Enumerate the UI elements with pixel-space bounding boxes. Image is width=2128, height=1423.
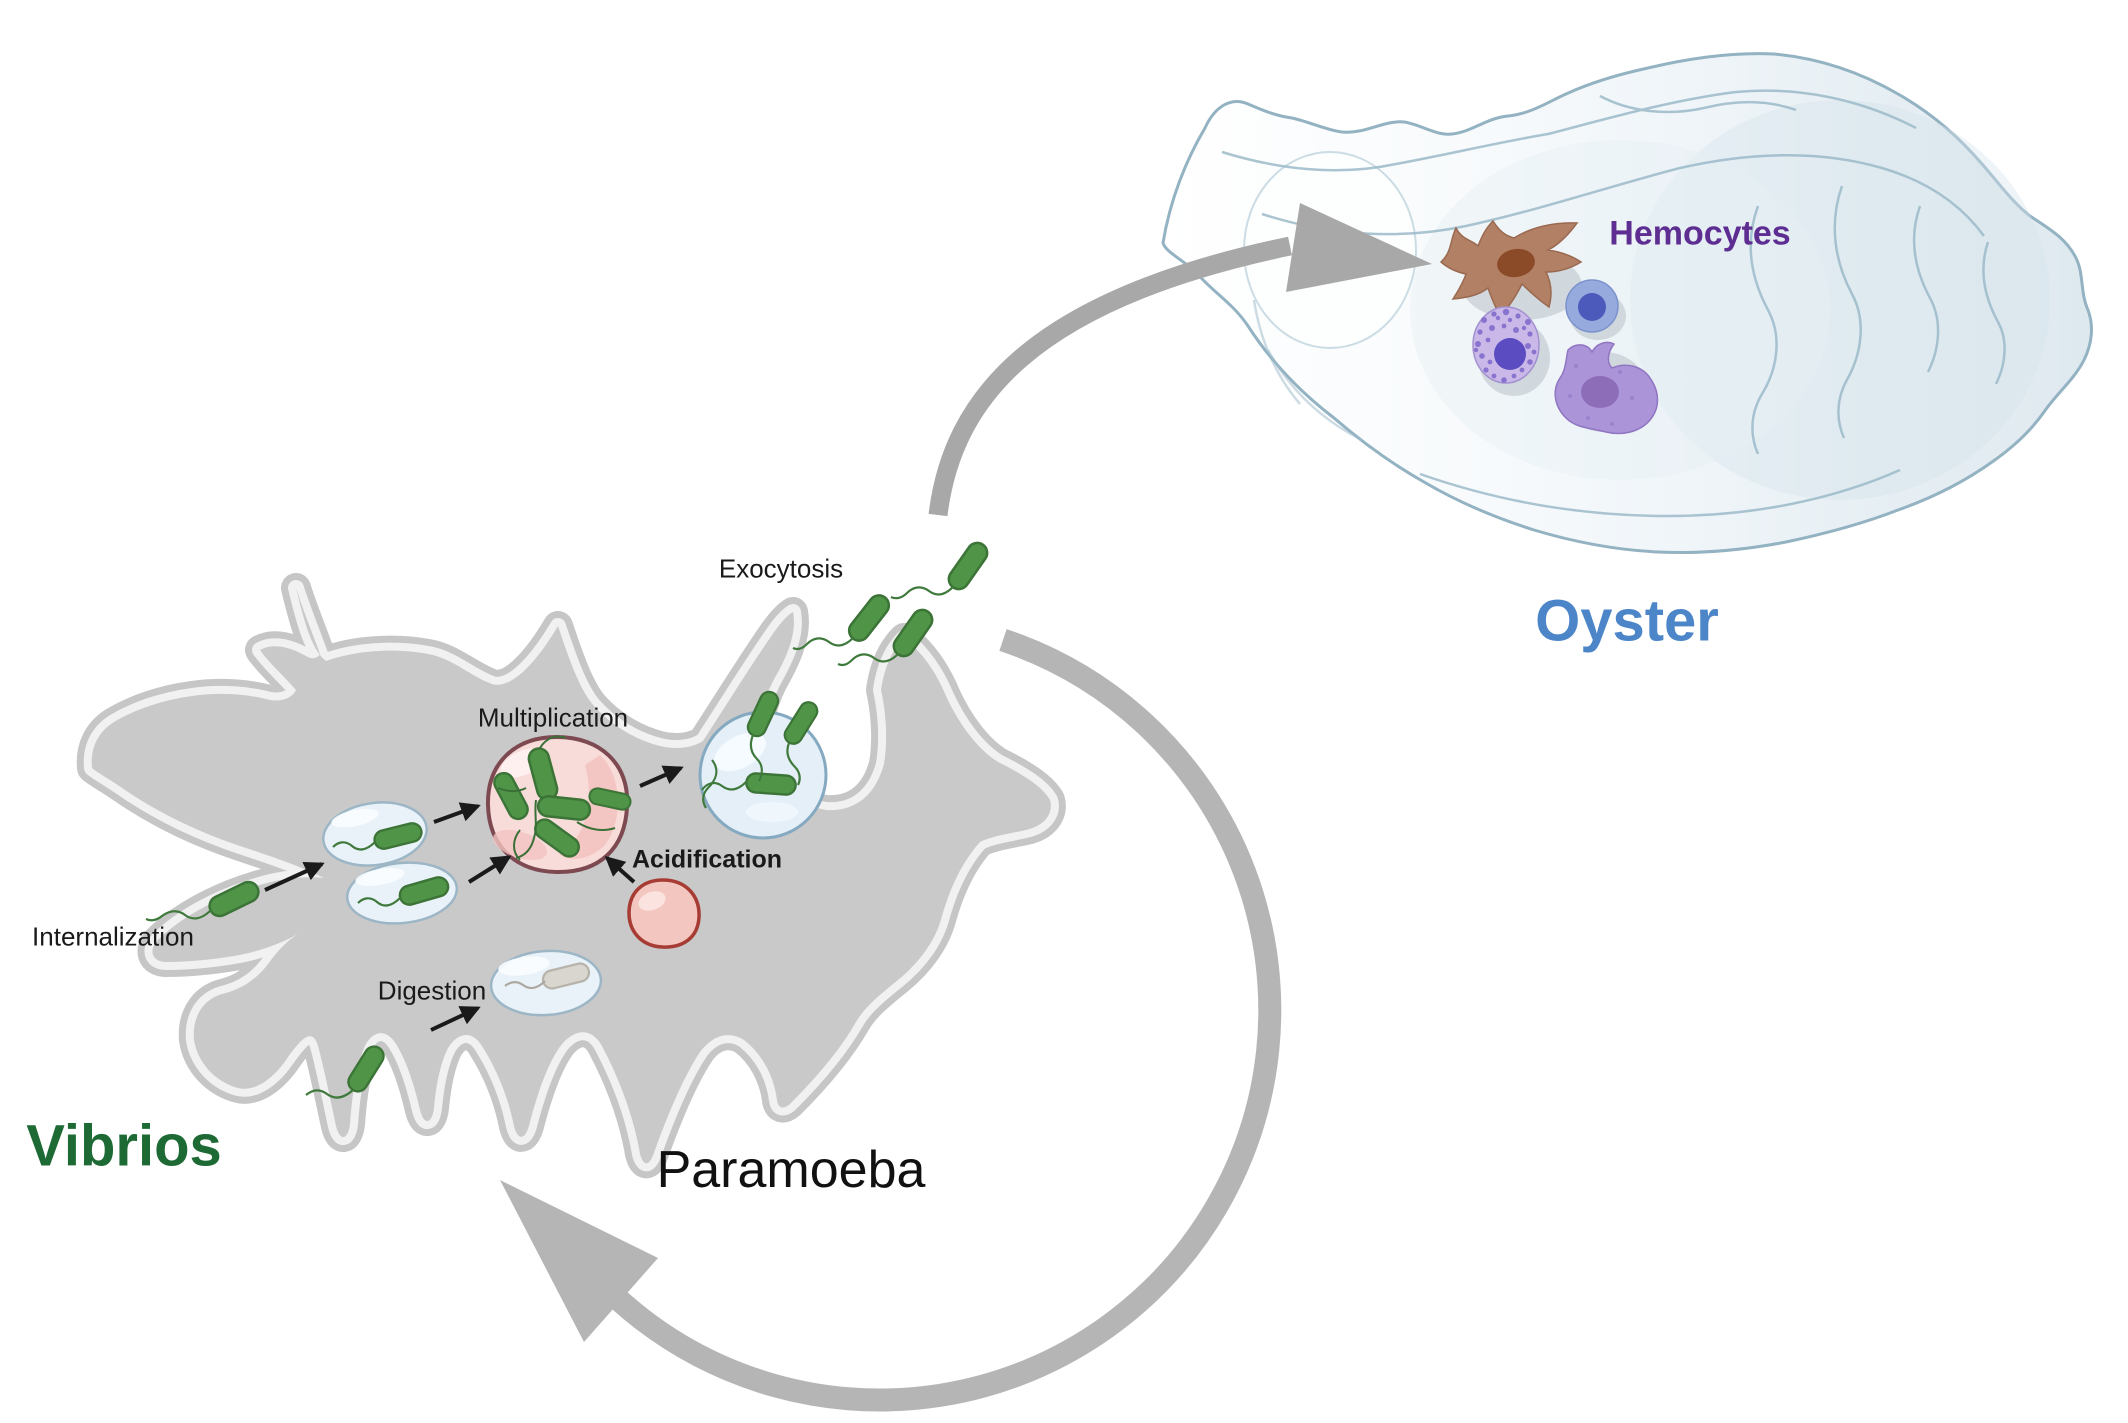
- process-arrows: [264, 765, 684, 1032]
- hemocytes-cluster: [1439, 219, 1659, 435]
- granules: [1473, 308, 1537, 383]
- hemocyte-amoeboid-purple: [1554, 341, 1659, 435]
- granules: [1568, 364, 1634, 426]
- hemocyte-blue-round: [1565, 279, 1619, 333]
- paramoeba-cell: [76, 573, 1066, 1179]
- escaping-vibrios: [792, 537, 993, 667]
- hemocyte-dendritic-brown: [1439, 219, 1583, 318]
- vibrio-flagellum: [890, 586, 954, 600]
- arrow-shaft: [928, 236, 1292, 517]
- amoeba-cytoplasm: [91, 588, 1051, 1164]
- digested-flagellum: [504, 980, 546, 990]
- oyster-shading-2: [1410, 140, 1830, 480]
- arrow-phagosome2-to-multiplication: [467, 855, 512, 884]
- lysosome: [627, 878, 701, 949]
- label-vibrios: Vibrios: [26, 1113, 222, 1179]
- vibrio-flagellum: [305, 1089, 354, 1099]
- oyster-body: [1161, 52, 2093, 555]
- vibrio-flagellum: [357, 897, 401, 907]
- label-exocytosis: Exocytosis: [718, 553, 844, 584]
- arrow-to-digestion: [430, 1006, 481, 1032]
- vibrio-flagellum: [837, 653, 899, 667]
- label-digestion: Digestion: [377, 975, 487, 1006]
- nucleus: [1497, 248, 1535, 278]
- nucleus: [1581, 376, 1619, 408]
- phagosome-2-highlight: [355, 868, 405, 886]
- arrow-head: [1286, 203, 1432, 292]
- vesicle-highlight-2: [746, 802, 798, 822]
- cycle-arrow-to-paramoeba: [500, 629, 1282, 1412]
- exocytosis-vesicle: [698, 687, 828, 840]
- vibrio-flagellum: [332, 841, 376, 851]
- amoeba-body: [76, 573, 1066, 1179]
- oyster-fold-lines: [1221, 89, 2006, 518]
- label-acidification: Acidification: [631, 845, 783, 874]
- arrow-phagosome1-to-multiplication: [433, 802, 481, 824]
- label-paramoeba: Paramoeba: [656, 1141, 926, 1199]
- nucleus: [1578, 293, 1606, 321]
- vesicle-highlight: [714, 732, 766, 772]
- vibrio-in-vesicle: [744, 771, 798, 797]
- arrow-internalization: [264, 861, 325, 892]
- digestion-vacuole-highlight: [498, 956, 550, 976]
- lysosome-highlight: [638, 891, 666, 911]
- arrow-vacuole-to-vesicle: [639, 765, 684, 788]
- label-hemocytes: Hemocytes: [1609, 214, 1791, 253]
- vibrio-flagella: [497, 735, 616, 861]
- arrow-shaft: [611, 629, 1282, 1412]
- multiplication-vacuole: [485, 734, 634, 875]
- label-oyster: Oyster: [1535, 588, 1719, 654]
- vibrio-flagellum: [145, 909, 212, 922]
- hemocyte-granulocyte-speckled: [1472, 306, 1540, 384]
- free-vibrio-internalizing: [145, 877, 264, 922]
- phagosome-1-highlight: [331, 808, 379, 828]
- label-multiplication: Multiplication: [477, 702, 629, 733]
- oyster-illustration: [1161, 52, 2093, 555]
- digestion-vacuole: [489, 949, 603, 1017]
- oyster-shading: [1630, 100, 2050, 500]
- phagosome-1: [322, 801, 428, 867]
- vibrio-flagella: [701, 734, 801, 809]
- lysosome-membrane: [627, 878, 701, 949]
- nucleus: [1494, 338, 1526, 370]
- vibrio-flagellum: [792, 637, 854, 651]
- arrow-lysosome-to-vacuole: [604, 856, 636, 884]
- free-vibrio-bottom-pocket: [305, 1041, 389, 1099]
- arrow-head: [500, 1180, 658, 1342]
- label-internalization: Internalization: [32, 921, 194, 952]
- cycle-arrow-to-oyster: [928, 203, 1432, 517]
- phagosome-2: [345, 861, 459, 925]
